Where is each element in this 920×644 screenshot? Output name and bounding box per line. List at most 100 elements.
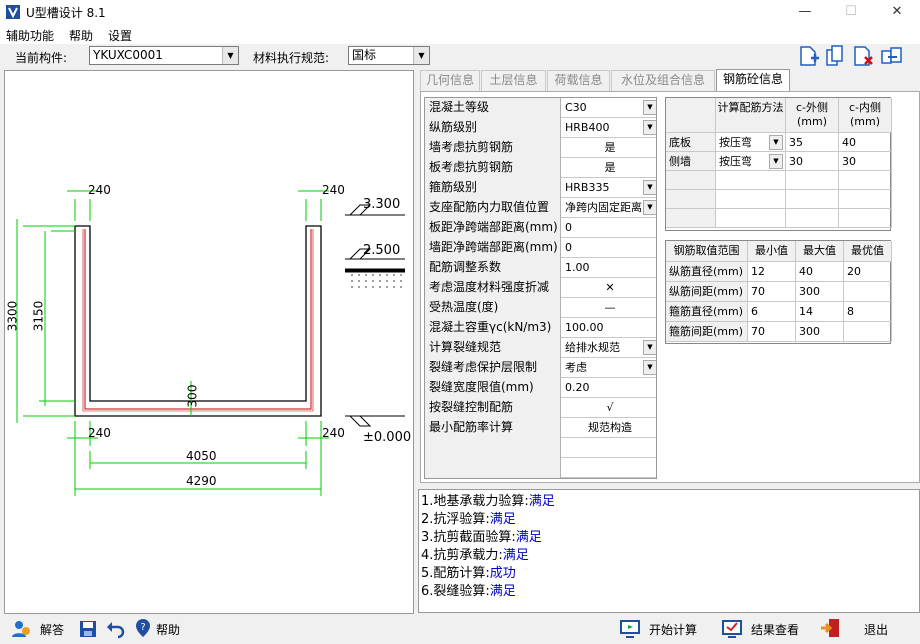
param-value[interactable]: 1.00 xyxy=(562,258,656,278)
table-cell[interactable]: 70 xyxy=(748,322,796,342)
copy-file-icon[interactable] xyxy=(824,45,848,67)
section-drawing: 240 240 240 240 3300 3150 300 4050 4290 … xyxy=(4,70,414,614)
param-value[interactable]: 0.20 xyxy=(562,378,656,398)
param-value[interactable]: 0 xyxy=(562,218,656,238)
param-value[interactable]: 规范构造 xyxy=(562,418,656,438)
code-select[interactable]: 国标▼ xyxy=(348,46,430,65)
param-value-text: 0.20 xyxy=(565,381,590,394)
table-cell[interactable]: 12 xyxy=(748,262,796,282)
dim-bottom-thickness: 300 xyxy=(185,384,200,408)
param-value[interactable]: 考虑▼ xyxy=(562,358,656,378)
table-cell[interactable]: 30 xyxy=(839,152,892,171)
dim-total-height: 3300 xyxy=(5,300,20,332)
chevron-down-icon[interactable]: ▼ xyxy=(769,154,783,169)
table-cell[interactable] xyxy=(839,190,892,209)
param-name: 墙考虑抗剪钢筋 xyxy=(425,138,561,158)
table-cell[interactable]: 300 xyxy=(796,282,844,302)
help-button[interactable]: 帮助 xyxy=(156,623,181,637)
param-row: 裂缝考虑保护层限制考虑▼ xyxy=(425,358,656,378)
param-value[interactable]: ✕ xyxy=(562,278,656,298)
param-value[interactable]: — xyxy=(562,298,656,318)
table-cell[interactable] xyxy=(839,171,892,190)
view-result-button[interactable]: 结果查看 xyxy=(751,623,800,637)
elevation-water: 2.500 xyxy=(363,243,401,258)
result-view-icon[interactable] xyxy=(722,619,742,639)
column-header: 钢筋取值范围 xyxy=(666,241,748,262)
table-cell[interactable]: 20 xyxy=(844,262,892,282)
monitor-icon[interactable] xyxy=(620,619,640,639)
tab-load[interactable]: 荷载信息 xyxy=(547,70,610,91)
param-value[interactable]: C30▼ xyxy=(562,98,656,118)
table-cell[interactable]: 8 xyxy=(844,302,892,322)
chevron-down-icon[interactable]: ▼ xyxy=(643,100,656,115)
param-value[interactable]: 是 xyxy=(562,158,656,178)
menu-aux[interactable]: 辅助功能 xyxy=(6,29,55,43)
param-value[interactable]: 给排水规范▼ xyxy=(562,338,656,358)
undo-icon[interactable] xyxy=(105,619,125,639)
param-value[interactable] xyxy=(562,458,656,478)
chevron-down-icon[interactable]: ▼ xyxy=(643,200,656,215)
minimize-button[interactable]: — xyxy=(798,4,812,19)
table-cell[interactable] xyxy=(786,171,839,190)
tab-soil[interactable]: 土层信息 xyxy=(481,70,546,91)
table-cell[interactable]: 按压弯▼ xyxy=(716,133,786,152)
chevron-down-icon[interactable]: ▼ xyxy=(643,120,656,135)
menu-help[interactable]: 帮助 xyxy=(69,29,94,43)
table-cell[interactable] xyxy=(716,209,786,228)
start-calc-button[interactable]: 开始计算 xyxy=(649,623,698,637)
table-cell[interactable] xyxy=(786,190,839,209)
tab-geometry[interactable]: 几何信息 xyxy=(420,70,480,91)
param-value[interactable]: 0 xyxy=(562,238,656,258)
table-cell[interactable]: 40 xyxy=(839,133,892,152)
param-value[interactable]: 100.00 xyxy=(562,318,656,338)
menu-settings[interactable]: 设置 xyxy=(108,29,133,43)
close-button[interactable]: ✕ xyxy=(891,4,903,19)
param-name: 支座配筋内力取值位置 xyxy=(425,198,561,218)
tab-water-combo[interactable]: 水位及组合信息 xyxy=(611,70,715,91)
chevron-down-icon[interactable]: ▼ xyxy=(769,135,783,150)
param-value-text: 是 xyxy=(604,161,616,174)
table-cell[interactable]: 14 xyxy=(796,302,844,322)
tab-reinforced-concrete[interactable]: 钢筋砼信息 xyxy=(716,69,790,92)
param-row: 考虑温度材料强度折减✕ xyxy=(425,278,656,298)
table-cell[interactable] xyxy=(839,209,892,228)
maximize-button[interactable]: ☐ xyxy=(845,4,857,19)
export-icon[interactable] xyxy=(880,45,904,67)
param-value-text: √ xyxy=(606,401,614,414)
table-cell[interactable]: 30 xyxy=(786,152,839,171)
table-cell[interactable] xyxy=(844,322,892,342)
table-cell[interactable]: 35 xyxy=(786,133,839,152)
table-cell[interactable]: 按压弯▼ xyxy=(716,152,786,171)
table-cell[interactable]: 6 xyxy=(748,302,796,322)
table-cell xyxy=(666,171,716,190)
answer-button[interactable]: 解答 xyxy=(40,623,65,637)
exit-icon[interactable] xyxy=(820,618,840,638)
table-cell[interactable] xyxy=(716,171,786,190)
table-cell[interactable]: 300 xyxy=(796,322,844,342)
param-row: 最小配筋率计算规范构造 xyxy=(425,418,656,438)
chevron-down-icon[interactable]: ▼ xyxy=(643,180,656,195)
add-file-icon[interactable] xyxy=(797,45,821,67)
table-cell[interactable]: 70 xyxy=(748,282,796,302)
param-value[interactable]: 是 xyxy=(562,138,656,158)
param-value[interactable]: HRB335▼ xyxy=(562,178,656,198)
param-value[interactable]: 净跨内固定距离▼ xyxy=(562,198,656,218)
param-value[interactable] xyxy=(562,438,656,458)
exit-button[interactable]: 退出 xyxy=(864,623,889,637)
svg-text:?: ? xyxy=(140,622,145,633)
save-icon[interactable] xyxy=(78,619,98,639)
param-value[interactable]: HRB400 ▼ xyxy=(562,118,656,138)
table-cell[interactable] xyxy=(786,209,839,228)
chevron-down-icon[interactable]: ▼ xyxy=(643,360,656,375)
help-icon[interactable]: ? xyxy=(133,618,153,638)
component-select[interactable]: YKUXC0001▼ xyxy=(89,46,239,65)
table-cell[interactable] xyxy=(716,190,786,209)
param-value-text: HRB400 xyxy=(565,121,610,134)
chevron-down-icon[interactable]: ▼ xyxy=(643,340,656,355)
param-value[interactable]: √ xyxy=(562,398,656,418)
window-title: U型槽设计 8.1 xyxy=(26,6,106,20)
delete-file-icon[interactable] xyxy=(852,45,876,67)
table-cell[interactable] xyxy=(844,282,892,302)
table-cell[interactable]: 40 xyxy=(796,262,844,282)
